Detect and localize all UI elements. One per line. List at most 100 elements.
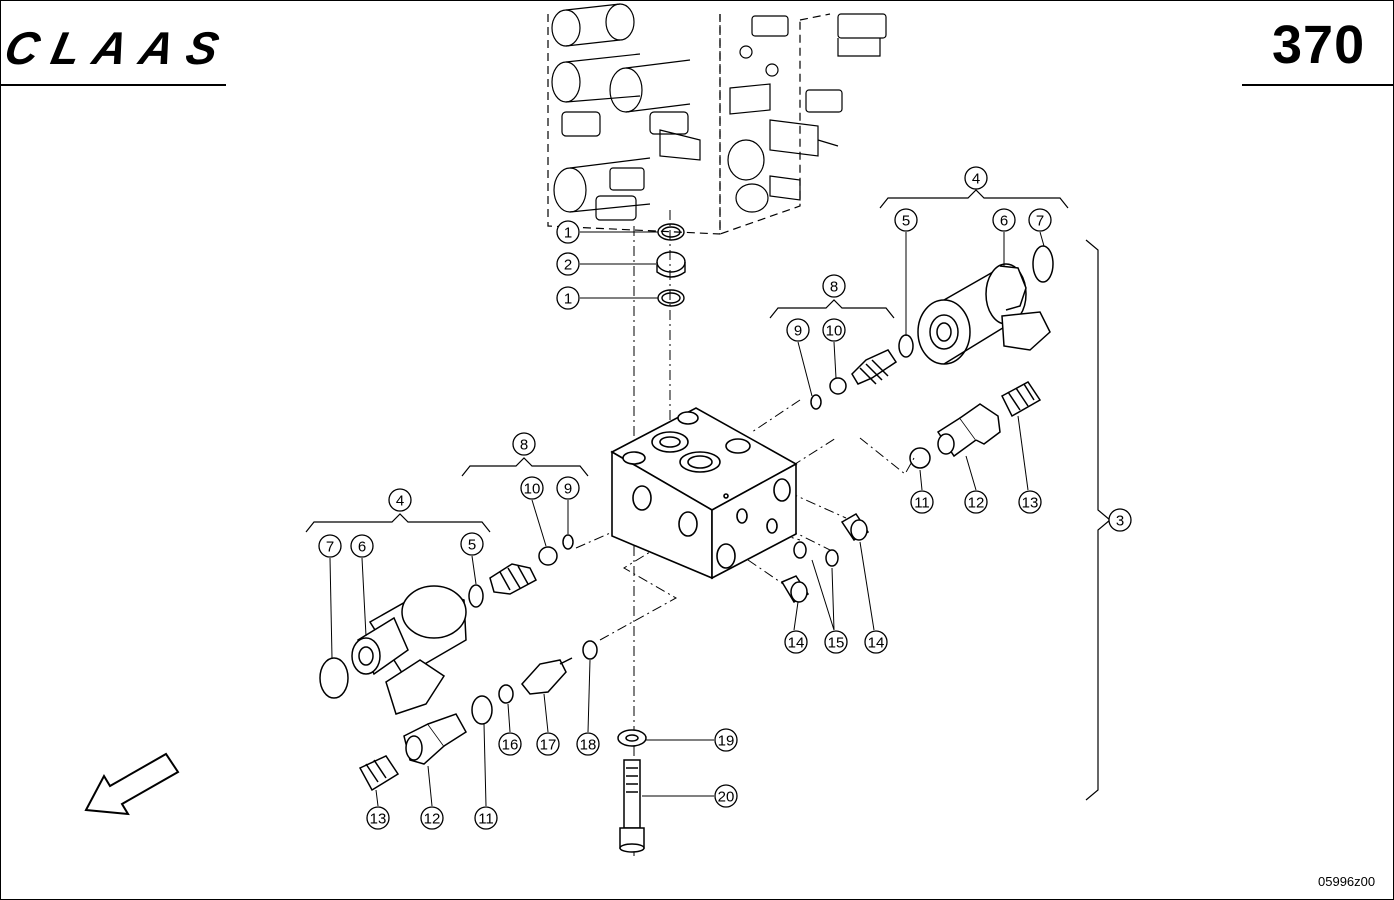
callout-20: 20 xyxy=(714,784,738,808)
callout-number: 14 xyxy=(868,635,885,652)
callout-13: 13 xyxy=(1018,490,1042,514)
circle-callout-icon xyxy=(556,252,580,276)
solenoid-left xyxy=(319,534,574,715)
callout-number: 9 xyxy=(794,323,802,340)
drawing-number: 05996z00 xyxy=(1318,874,1376,889)
callout-number: 10 xyxy=(826,323,843,340)
valve-block xyxy=(610,407,798,580)
callout-number: 6 xyxy=(1000,213,1008,230)
callout-number: 16 xyxy=(502,737,519,754)
callout-3: 3 xyxy=(1108,508,1132,532)
callout-number: 8 xyxy=(520,437,528,454)
circle-callout-icon xyxy=(350,534,374,558)
circle-callout-icon xyxy=(420,806,444,830)
circle-callout-icon xyxy=(894,208,918,232)
callout-number: 11 xyxy=(478,811,494,828)
circle-callout-icon xyxy=(864,630,888,654)
callout-number: 4 xyxy=(396,493,404,510)
callout-4: 4 xyxy=(388,488,412,512)
circle-callout-icon xyxy=(910,490,934,514)
circle-callout-icon xyxy=(556,476,580,500)
callout-number: 7 xyxy=(326,539,334,556)
callout-number: 9 xyxy=(564,481,572,498)
circle-callout-icon xyxy=(512,432,536,456)
callout-number: 11 xyxy=(914,495,930,512)
callout-14: 14 xyxy=(864,630,888,654)
solenoid-right xyxy=(810,245,1054,410)
callout-6: 6 xyxy=(350,534,374,558)
callout-number: 2 xyxy=(564,257,572,274)
circle-callout-icon xyxy=(520,476,544,500)
header-rule-right xyxy=(1242,84,1394,86)
page-number: 370 xyxy=(1272,15,1366,75)
circle-callout-icon xyxy=(784,630,808,654)
callout-16: 16 xyxy=(498,732,522,756)
callout-number: 20 xyxy=(718,789,735,806)
callout-number: 15 xyxy=(828,635,845,652)
callout-17: 17 xyxy=(536,732,560,756)
svg-text:CLAAS: CLAAS xyxy=(0,22,226,73)
callout-10: 10 xyxy=(822,318,846,342)
circle-callout-icon xyxy=(556,220,580,244)
callout-1: 1 xyxy=(556,220,580,244)
circle-callout-icon xyxy=(964,166,988,190)
callout-number: 5 xyxy=(902,213,910,230)
circle-callout-icon xyxy=(714,728,738,752)
callout-14: 14 xyxy=(784,630,808,654)
callout-number: 12 xyxy=(968,495,985,512)
circle-callout-icon xyxy=(460,532,484,556)
callout-7: 7 xyxy=(1028,208,1052,232)
callout-11: 11 xyxy=(474,806,498,830)
callout-number: 1 xyxy=(564,291,572,308)
callout-number: 19 xyxy=(718,733,735,750)
header-rule-left xyxy=(0,84,226,86)
callout-1: 1 xyxy=(556,286,580,310)
circle-callout-icon xyxy=(498,732,522,756)
circle-callout-icon xyxy=(318,534,342,558)
circle-callout-icon xyxy=(786,318,810,342)
callout-8: 8 xyxy=(512,432,536,456)
callout-19: 19 xyxy=(714,728,738,752)
circle-callout-icon xyxy=(992,208,1016,232)
callout-11: 11 xyxy=(910,490,934,514)
circle-callout-icon xyxy=(822,318,846,342)
callout-18: 18 xyxy=(576,732,600,756)
circle-callout-icon xyxy=(536,732,560,756)
seal-stack-top xyxy=(656,223,686,307)
valve-bank-upper xyxy=(547,3,887,235)
callout-9: 9 xyxy=(786,318,810,342)
plugs xyxy=(780,513,870,604)
callout-number: 14 xyxy=(788,635,805,652)
callout-number: 4 xyxy=(972,171,980,188)
circle-callout-icon xyxy=(1108,508,1132,532)
bolt-and-washer xyxy=(617,729,647,853)
callout-number: 10 xyxy=(524,481,541,498)
callout-number: 13 xyxy=(1022,495,1039,512)
callout-12: 12 xyxy=(964,490,988,514)
callout-number: 12 xyxy=(424,811,441,828)
callout-number: 3 xyxy=(1116,513,1124,530)
circle-callout-icon xyxy=(714,784,738,808)
circle-callout-icon xyxy=(1018,490,1042,514)
callout-10: 10 xyxy=(520,476,544,500)
circle-callout-icon xyxy=(964,490,988,514)
callout-5: 5 xyxy=(894,208,918,232)
callout-13: 13 xyxy=(366,806,390,830)
leader-lines xyxy=(329,231,1045,807)
callout-number: 5 xyxy=(468,537,476,554)
arrow-down-left-icon xyxy=(84,752,180,816)
circle-callout-icon xyxy=(1028,208,1052,232)
fittings-right xyxy=(909,381,1042,469)
callout-number: 8 xyxy=(830,279,838,296)
brand-logo: CLAAS xyxy=(0,22,226,73)
callout-2: 2 xyxy=(556,252,580,276)
callout-number: 18 xyxy=(580,737,597,754)
callout-number: 6 xyxy=(358,539,366,556)
callout-9: 9 xyxy=(556,476,580,500)
callout-8: 8 xyxy=(822,274,846,298)
callout-12: 12 xyxy=(420,806,444,830)
circle-callout-icon xyxy=(366,806,390,830)
callout-number: 7 xyxy=(1036,213,1044,230)
circle-callout-icon xyxy=(824,630,848,654)
